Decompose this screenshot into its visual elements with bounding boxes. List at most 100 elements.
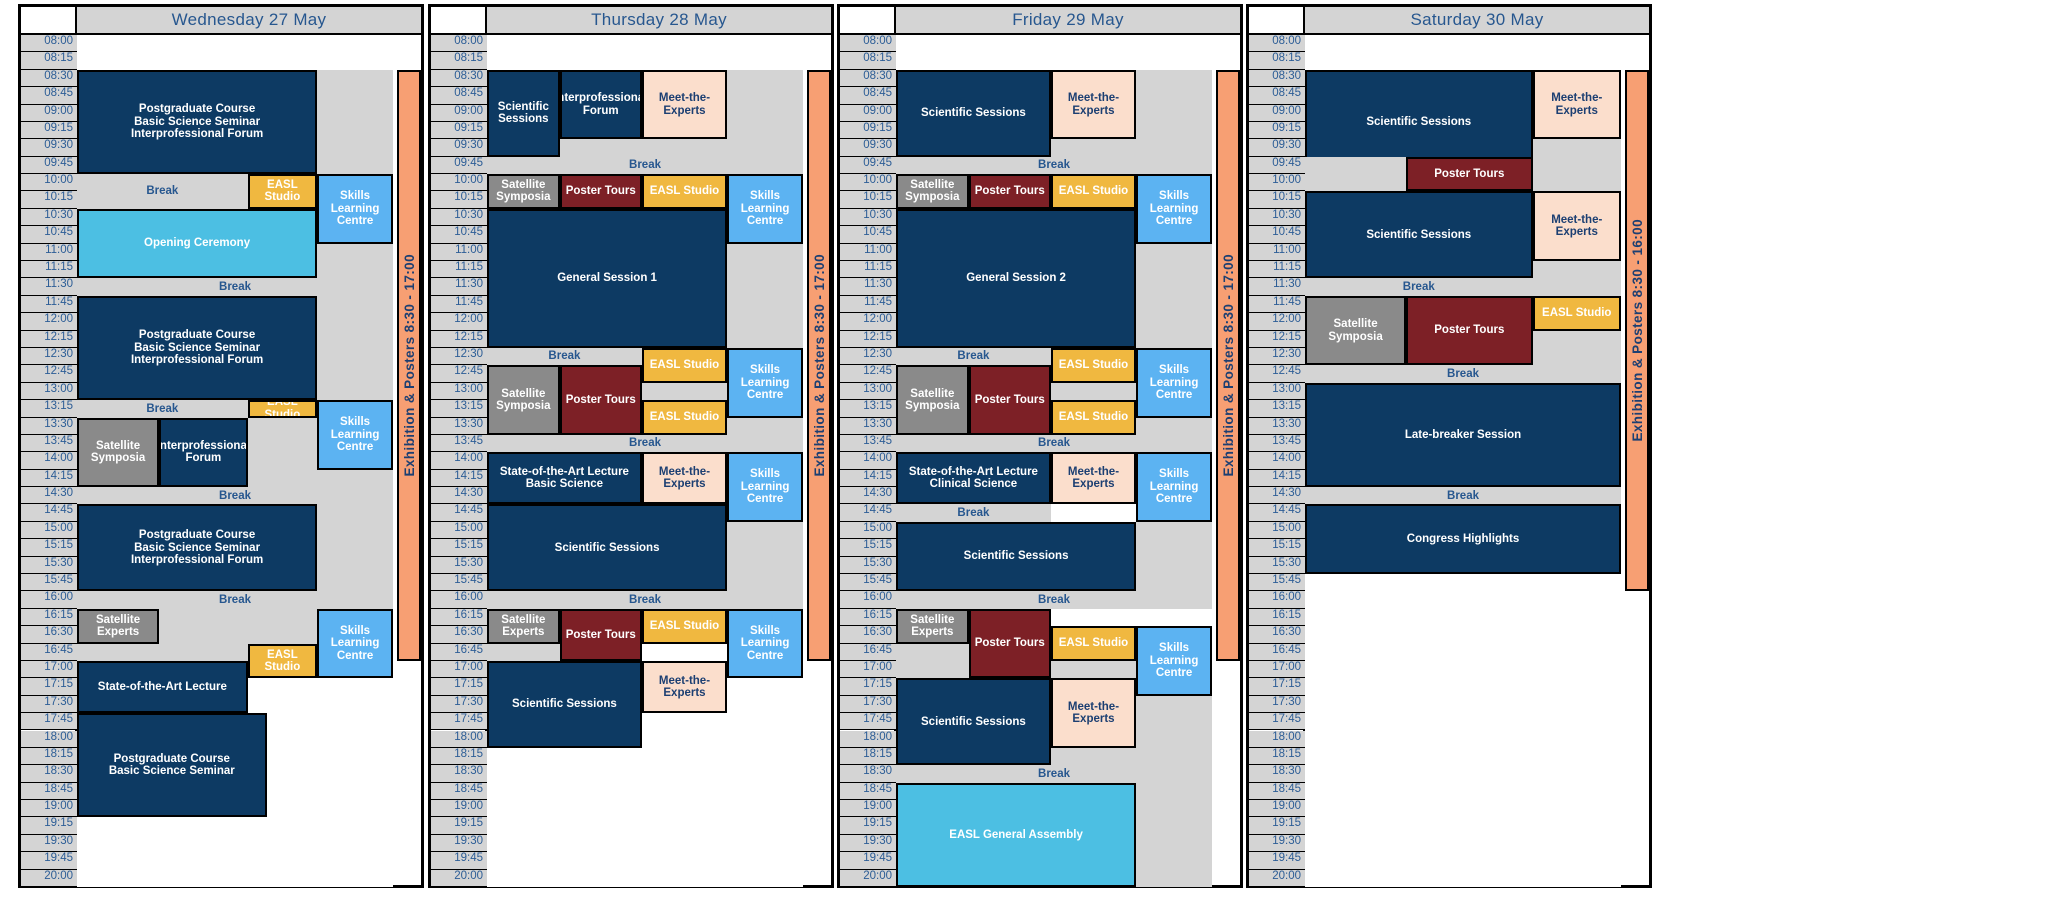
session-block[interactable]: Break — [896, 591, 1212, 609]
session-block[interactable]: Break — [77, 487, 393, 505]
session-block[interactable]: Break — [487, 434, 803, 453]
session-block[interactable]: Skills Learning Centre — [727, 452, 803, 522]
session-block[interactable]: Scientific Sessions — [487, 660, 642, 748]
session-block[interactable]: Scientific Sessions — [896, 678, 1051, 766]
session-block[interactable]: Poster Tours — [559, 608, 642, 661]
session-block[interactable]: Skills Learning Centre — [317, 608, 393, 679]
session-block[interactable]: Scientific Sessions — [1305, 69, 1533, 175]
session-block[interactable]: EASL Studio — [1050, 347, 1137, 383]
session-block[interactable]: Satellite Symposia — [77, 417, 160, 488]
session-block[interactable]: Break — [896, 434, 1212, 453]
session-block[interactable]: Meet-the-Experts — [1050, 69, 1137, 140]
session-block[interactable]: Break — [77, 174, 248, 209]
session-block[interactable]: EASL Studio — [247, 400, 318, 418]
session-block[interactable]: Skills Learning Centre — [1136, 347, 1212, 418]
session-block[interactable]: Opening Ceremony — [77, 208, 318, 279]
session-block[interactable]: Skills Learning Centre — [727, 608, 803, 679]
session-block[interactable]: Break — [896, 347, 1051, 366]
session-block[interactable]: Congress Highlights — [1305, 504, 1621, 575]
session-block[interactable]: Satellite Experts — [896, 608, 969, 644]
time-label: 17:30 — [1249, 695, 1305, 714]
session-block[interactable]: Interprofessional Forum — [159, 417, 248, 488]
session-block[interactable]: Break — [896, 504, 1051, 522]
session-block[interactable]: Meet-the-Experts — [1532, 191, 1621, 262]
session-block[interactable]: Satellite Experts — [487, 608, 560, 644]
session-block[interactable]: State-of-the-Art Lecture — [77, 660, 248, 714]
session-block[interactable]: EASL Studio — [1050, 400, 1137, 435]
session-block[interactable]: Break — [77, 591, 393, 609]
time-label: 16:30 — [1249, 626, 1305, 644]
session-block[interactable]: General Session 1 — [487, 208, 728, 348]
session-block[interactable]: Break — [896, 156, 1212, 175]
session-block[interactable]: Meet-the-Experts — [641, 69, 728, 140]
session-block[interactable]: Break — [487, 347, 642, 366]
session-block[interactable]: EASL Studio — [641, 347, 728, 383]
time-label: 15:45 — [431, 574, 487, 592]
session-block[interactable]: Poster Tours — [968, 608, 1051, 679]
session-block[interactable]: Poster Tours — [1406, 295, 1533, 366]
time-label: 10:15 — [840, 191, 896, 209]
empty-block — [1305, 156, 1407, 192]
session-block[interactable]: Scientific Sessions — [487, 504, 728, 592]
session-block[interactable]: Meet-the-Experts — [641, 452, 728, 505]
time-label: 11:45 — [431, 295, 487, 314]
session-block[interactable]: Scientific Sessions — [896, 521, 1137, 592]
session-block[interactable]: Skills Learning Centre — [1136, 452, 1212, 522]
session-block[interactable]: EASL Studio — [247, 174, 318, 209]
session-block[interactable]: EASL Studio — [1050, 174, 1137, 209]
session-block[interactable]: General Session 2 — [896, 208, 1137, 348]
session-block[interactable]: EASL Studio — [641, 174, 728, 209]
session-block[interactable]: Skills Learning Centre — [317, 400, 393, 470]
session-block[interactable]: EASL General Assembly — [896, 782, 1137, 887]
session-block[interactable]: Meet-the-Experts — [641, 660, 728, 714]
session-block[interactable]: Poster Tours — [968, 174, 1051, 209]
session-block[interactable]: Break — [1305, 278, 1533, 296]
session-block[interactable]: Break — [487, 156, 803, 175]
session-block[interactable]: Satellite Symposia — [896, 174, 969, 209]
session-block[interactable]: Satellite Symposia — [487, 174, 560, 209]
time-label: 08:30 — [1249, 69, 1305, 88]
session-block[interactable]: Break — [77, 278, 393, 296]
session-block[interactable]: Break — [1305, 365, 1621, 383]
session-block[interactable]: Meet-the-Experts — [1050, 678, 1137, 748]
session-block[interactable]: Scientific Sessions — [1305, 191, 1533, 279]
session-block[interactable]: Satellite Symposia — [487, 365, 560, 435]
session-block[interactable]: Scientific Sessions — [896, 69, 1051, 157]
session-block[interactable]: Satellite Symposia — [896, 365, 969, 435]
empty-block — [317, 243, 393, 279]
session-block[interactable]: EASL Studio — [1050, 626, 1137, 661]
time-label: 17:00 — [431, 660, 487, 679]
session-block[interactable]: Skills Learning Centre — [727, 347, 803, 418]
session-block[interactable]: Break — [1305, 487, 1621, 505]
session-block[interactable]: Skills Learning Centre — [1136, 626, 1212, 696]
session-block[interactable]: Skills Learning Centre — [727, 174, 803, 244]
session-block[interactable]: EASL Studio — [1532, 295, 1621, 331]
time-label: 18:15 — [431, 747, 487, 766]
session-block[interactable]: Break — [487, 591, 803, 609]
session-block[interactable]: Skills Learning Centre — [317, 174, 393, 244]
session-block[interactable]: Poster Tours — [1406, 156, 1533, 192]
session-block[interactable]: Poster Tours — [559, 365, 642, 435]
session-block[interactable]: Interprofessional Forum — [559, 69, 642, 140]
session-block[interactable]: Scientific Sessions — [487, 69, 560, 157]
session-block[interactable]: Meet-the-Experts — [1532, 69, 1621, 140]
session-block[interactable]: EASL Studio — [641, 608, 728, 644]
session-block[interactable]: EASL Studio — [641, 400, 728, 435]
session-block[interactable]: Break — [77, 400, 248, 418]
session-block[interactable]: Satellite Symposia — [1305, 295, 1407, 366]
session-block[interactable]: EASL Studio — [247, 643, 318, 679]
session-block[interactable]: Satellite Experts — [77, 608, 160, 644]
session-block[interactable]: Poster Tours — [559, 174, 642, 209]
session-block[interactable]: Break — [896, 765, 1212, 783]
session-block[interactable]: Meet-the-Experts — [1050, 452, 1137, 505]
session-block[interactable]: Skills Learning Centre — [1136, 174, 1212, 244]
session-block[interactable]: Poster Tours — [968, 365, 1051, 435]
session-block[interactable]: Late-breaker Session — [1305, 382, 1621, 488]
session-label-line: Poster Tours — [1434, 167, 1505, 180]
